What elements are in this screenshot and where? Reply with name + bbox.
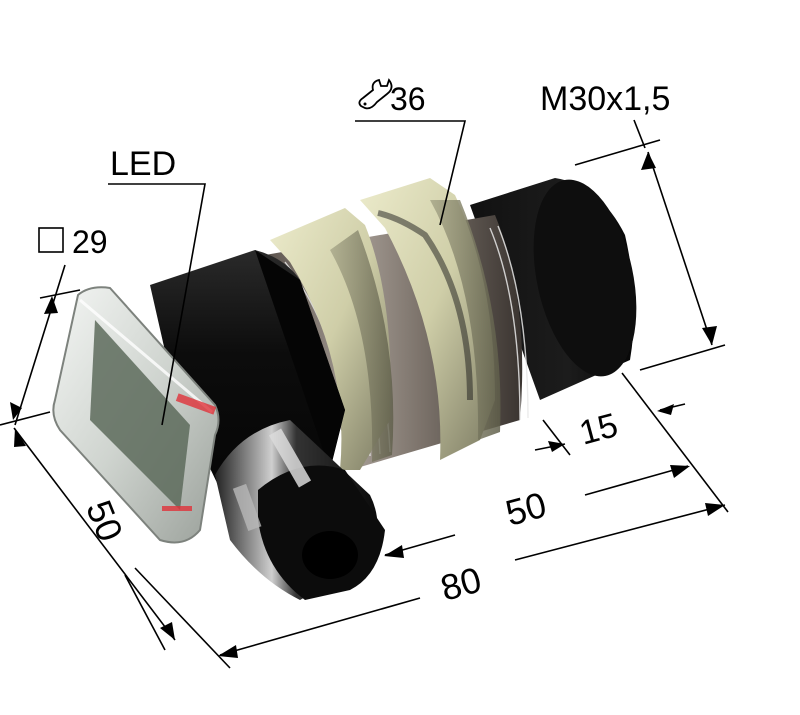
housing-height-value: 50 <box>78 494 131 546</box>
sensing-face-value: 15 <box>576 406 622 452</box>
lock-nut-front <box>270 208 394 470</box>
cable-gland <box>215 420 385 600</box>
wrench-icon <box>358 78 393 110</box>
sensing-face-dimension: 15 <box>534 372 729 513</box>
square-size-value: 29 <box>72 224 108 260</box>
led-indicator-top <box>175 393 217 415</box>
led-indicator-bottom <box>162 506 192 511</box>
sensing-head-cylinder <box>470 178 637 400</box>
thread-spec-value: M30x1,5 <box>540 80 670 118</box>
square-icon <box>38 227 64 253</box>
total-length-value: 80 <box>436 559 485 609</box>
wrench-size-value: 36 <box>390 81 426 117</box>
led-lens-cap <box>52 286 220 544</box>
led-label-text: LED <box>110 145 176 183</box>
thread-spec-label: M30x1,5 <box>540 80 726 371</box>
led-label: LED <box>108 145 206 426</box>
thread-length-dimension: 50 <box>384 465 690 558</box>
sensor-body <box>52 178 637 600</box>
wrench-size-label: 36 <box>355 78 467 226</box>
lock-nut-rear <box>360 178 501 460</box>
thread-length-value: 50 <box>501 484 550 534</box>
square-size-label: 29 <box>0 224 108 426</box>
